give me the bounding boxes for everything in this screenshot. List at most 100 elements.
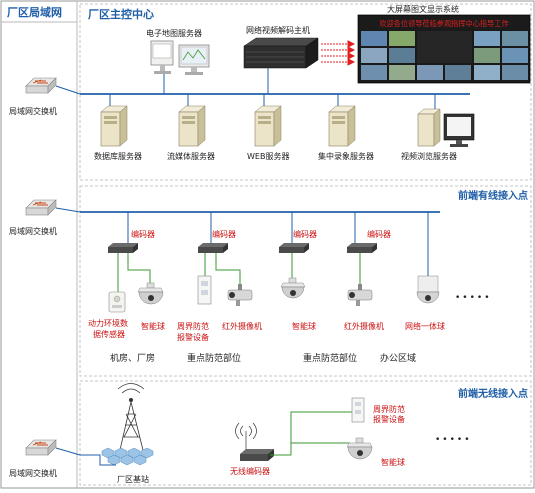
wireless-encoder-label: 无线编码器 [230, 466, 270, 476]
server-tower-icon [328, 105, 356, 147]
zone-4: 办公区域 [380, 352, 416, 364]
device-sensor-label: 动力环境数 [88, 318, 128, 328]
server-web-label: WEB服务器 [247, 151, 289, 161]
zone-3: 重点防范部位 [303, 352, 357, 364]
wired-title: 前端有线接入点 [458, 189, 528, 202]
device-sensor: 动力环境数 据传感器 [88, 291, 128, 339]
wireless-perimeter-label: 周界防范 [373, 404, 405, 414]
wireless-device-perimeter: 周界防范 报警设备 [351, 397, 405, 424]
server-streaming: 流媒体服务器 [167, 94, 215, 161]
video-wall-title: 大屏幕图文显示系统 [387, 4, 459, 14]
encoder-1: 编码器 [108, 229, 155, 253]
wireless-signal-icon [235, 422, 257, 450]
encoder-icon [347, 243, 377, 253]
decoder-host-label: 网络视频解码主机 [246, 25, 310, 35]
zone-2: 重点防范部位 [187, 352, 241, 364]
switch-middle-label: 局域网交换机 [9, 226, 57, 236]
server-tower-icon [417, 108, 441, 147]
dome-camera-icon [280, 277, 306, 299]
wireless-perimeter-label2: 报警设备 [373, 414, 405, 424]
encoder-icon [240, 449, 274, 461]
server-tower-icon [254, 105, 282, 147]
map-server-icon [150, 40, 210, 75]
device-dome-1: 智能球 [137, 282, 165, 331]
wireless-uplink [80, 454, 116, 466]
encoder-1-label: 编码器 [131, 229, 155, 239]
device-perimeter-1-label2: 报警设备 [177, 332, 209, 342]
encoder-3-label: 编码器 [293, 229, 317, 239]
encoder-device-links [117, 253, 361, 292]
dome-camera-icon [346, 437, 373, 460]
network-switch-icon [25, 77, 57, 94]
sensor-icon [108, 291, 126, 313]
wired-more-indicator: ••••• [455, 293, 492, 303]
encoder-2: 编码器 [198, 229, 236, 253]
network-dome-icon [416, 275, 440, 304]
network-switch-icon [25, 439, 57, 456]
encoder-icon [279, 243, 309, 253]
server-web: WEB服务器 [247, 94, 289, 161]
zone-1: 机房、厂房 [110, 352, 155, 364]
switch-middle: 局域网交换机 [9, 199, 57, 236]
perimeter-alarm-icon [351, 397, 365, 423]
encoder-4: 编码器 [347, 229, 391, 253]
map-server-label: 电子地图服务器 [146, 28, 202, 38]
server-streaming-label: 流媒体服务器 [167, 151, 215, 161]
encoder-icon [198, 243, 228, 253]
video-wall-banner-bg [359, 16, 529, 29]
wireless-device-dome: 智能球 [346, 437, 405, 467]
encoder-4-label: 编码器 [367, 229, 391, 239]
device-dome-1-label: 智能球 [141, 321, 165, 331]
output-arrows [321, 40, 356, 66]
device-dome-2: 智能球 [280, 277, 316, 331]
dome-camera-icon [137, 282, 164, 305]
server-database-label: 数据库服务器 [94, 151, 142, 161]
encoder-icon [108, 243, 138, 253]
server-tower-icon [178, 105, 206, 147]
perimeter-alarm-icon [197, 275, 212, 305]
device-perimeter-1-label: 周界防范 [177, 321, 209, 331]
encoder-3: 编码器 [279, 229, 317, 253]
device-perimeter-1: 周界防范 报警设备 [177, 275, 212, 342]
switch-top-label: 局域网交换机 [9, 106, 57, 116]
link-switch-bottom [55, 447, 81, 456]
network-switch-icon [25, 199, 57, 216]
wired-frame [79, 185, 532, 377]
server-recording: 集中录象服务器 [318, 94, 374, 161]
wireless-dome-label: 智能球 [381, 457, 405, 467]
device-ir-camera-1-label: 红外摄像机 [222, 321, 262, 331]
decoder-host-icon [243, 37, 319, 69]
wireless-more-indicator: ••••• [435, 435, 472, 445]
wireless-title: 前端无线接入点 [458, 387, 528, 400]
wireless-encoder: 无线编码器 [230, 422, 274, 476]
wireless-frame [79, 380, 532, 486]
device-ir-camera-2: 红外摄像机 [344, 284, 384, 331]
link-switch-middle [55, 207, 81, 213]
switch-bottom: 局域网交换机 [9, 439, 57, 478]
server-tower-icon [100, 105, 128, 147]
ir-camera-icon [227, 284, 253, 306]
link-switch-top [55, 85, 81, 95]
sidebar-title: 厂区局域网 [7, 5, 62, 19]
device-network-dome: 网络一体球 [405, 275, 445, 331]
device-ir-camera-1: 红外摄像机 [222, 284, 262, 331]
switch-bottom-label: 局域网交换机 [9, 468, 57, 478]
switch-top: 局域网交换机 [9, 77, 57, 116]
control-center-frame [79, 3, 532, 181]
monitor-icon [443, 113, 475, 147]
control-center-title: 厂区主控中心 [88, 7, 154, 21]
server-video-browse: 视频浏览服务器 [401, 94, 475, 161]
hex-ground-tiles [101, 447, 154, 466]
video-wall-tiles [361, 31, 528, 80]
device-dome-2-label: 智能球 [292, 321, 316, 331]
device-sensor-label2: 据传感器 [93, 329, 125, 339]
server-database: 数据库服务器 [94, 94, 142, 161]
ir-camera-icon [347, 284, 373, 306]
server-video-browse-label: 视频浏览服务器 [401, 151, 457, 161]
video-wall: 欢迎各位领导莅临参观指挥中心指导工作 [357, 14, 531, 84]
device-network-dome-label: 网络一体球 [405, 321, 445, 331]
server-recording-label: 集中录象服务器 [318, 151, 374, 161]
device-ir-camera-2-label: 红外摄像机 [344, 321, 384, 331]
